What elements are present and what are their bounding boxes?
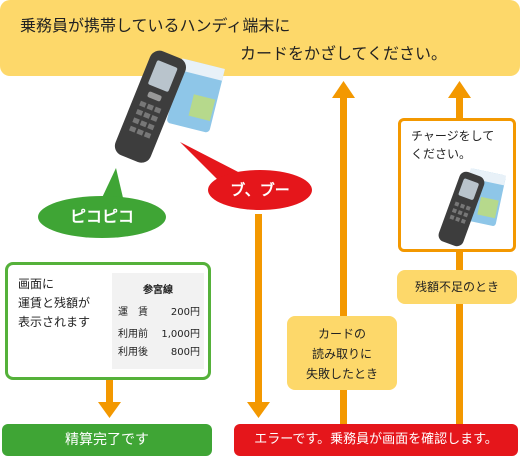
arrow-retry-read [332,81,355,424]
fare-display-panel: 画面に 運賃と残額が 表示されます 参宮線 運 賃 200円 利用前 1,000… [5,262,211,380]
result-complete: 精算完了です [2,424,212,456]
handheld-terminal-illustration [114,50,225,163]
receipt-before-value: 1,000円 [161,329,200,340]
fare-receipt: 参宮線 運 賃 200円 利用前 1,000円 利用後 800円 [112,273,204,369]
receipt-before-row: 利用前 1,000円 [118,325,200,340]
banner-line-2: カードをかざしてください。 [240,44,448,63]
receipt-after-label: 利用後 [118,347,148,358]
error-beep-bubble: ブ、ブー [208,170,312,210]
receipt-line-name: 参宮線 [143,285,173,296]
instruction-banner [0,0,520,76]
arrow-retry-charge [448,81,471,424]
arrow-to-error [247,214,270,418]
receipt-fare-value: 200円 [170,307,200,318]
charge-prompt-text: チャージをして ください。 [411,129,495,161]
small-terminal-illustration [438,168,507,247]
receipt-after-row: 利用後 800円 [118,343,200,358]
result-error: エラーです。乗務員が画面を確認します。 [234,424,518,456]
success-beep-bubble: ピコピコ [38,196,166,238]
arrow-to-complete [98,380,121,418]
banner-line-1: 乗務員が携帯しているハンディ端末に [20,16,291,35]
receipt-before-label: 利用前 [118,329,148,340]
read-failure-note: カードの 読み取りに 失敗したとき [287,316,397,390]
red-bubble-tail [180,142,246,180]
receipt-fare-label: 運 賃 [118,307,148,318]
low-balance-note: 残額不足のとき [397,270,517,304]
display-description: 画面に 運賃と残額が 表示されます [18,277,91,329]
receipt-after-value: 800円 [170,347,200,358]
read-failure-text: カードの 読み取りに 失敗したとき [305,327,378,381]
charge-prompt-box: チャージをして ください。 [398,118,516,252]
receipt-fare-row: 運 賃 200円 [118,303,200,318]
green-bubble-tail [100,168,124,202]
